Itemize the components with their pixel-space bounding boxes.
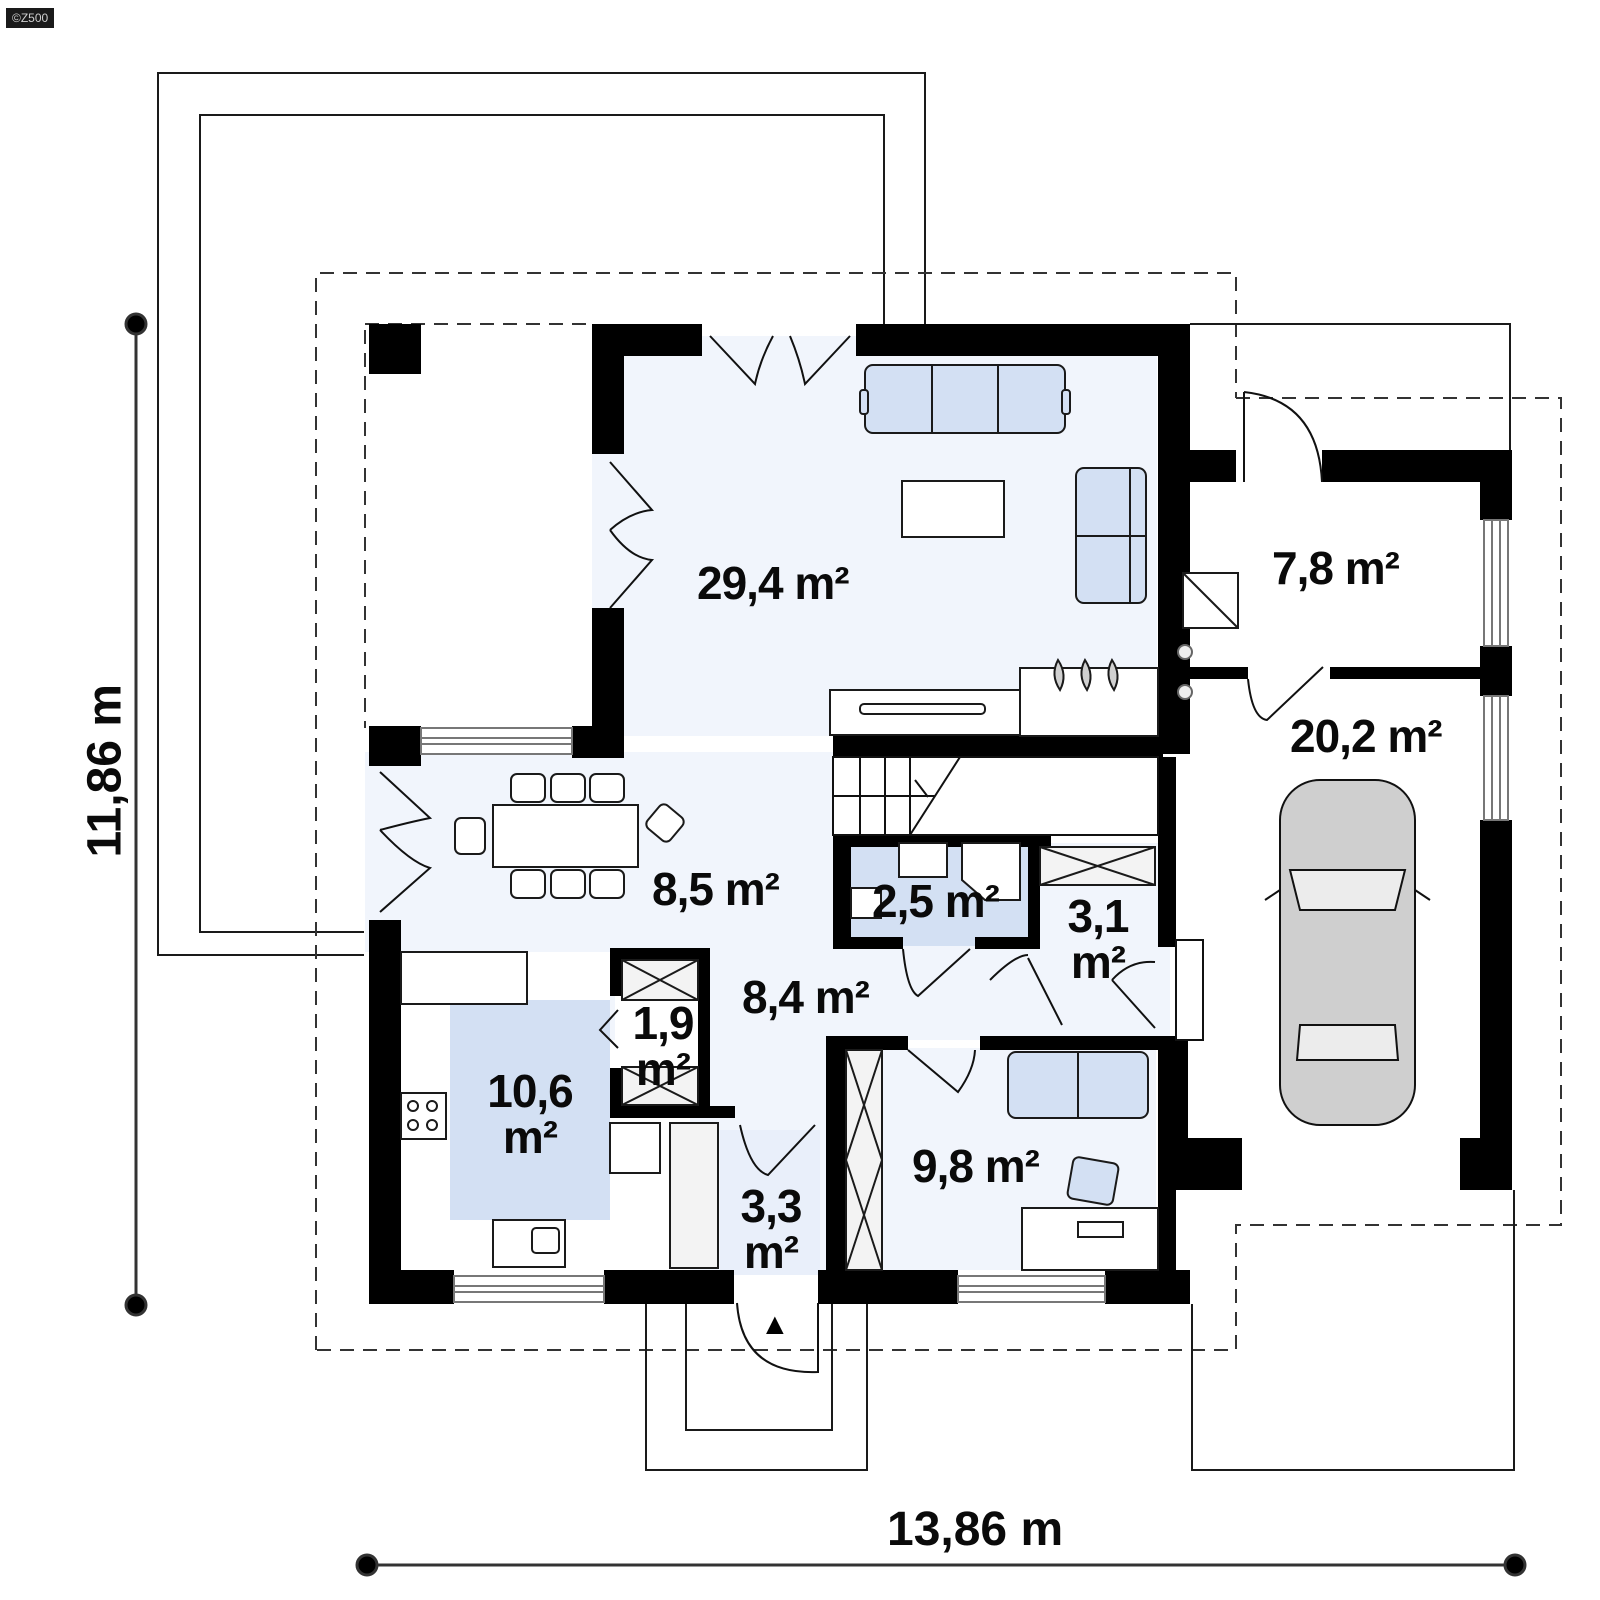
- furniture-living: [829, 364, 1159, 737]
- doors: [379, 335, 1324, 1374]
- door-entrance: [736, 1302, 819, 1374]
- walls: [369, 324, 1512, 1304]
- door-storage-garage: [1111, 960, 1156, 1029]
- desk: [1021, 1207, 1159, 1271]
- window-dining: [420, 727, 573, 755]
- furniture-study: [845, 1049, 1159, 1271]
- dimension-width-label: 13,86 m: [887, 1503, 1064, 1556]
- floor-kitchen-work: [450, 1000, 610, 1220]
- dimension-lines: [124, 312, 1527, 1577]
- staircase: [832, 756, 1159, 836]
- room-label-bathroom: 2,5 m²: [872, 875, 1000, 927]
- armchair: [1066, 1156, 1120, 1206]
- room-label-hall: 8,4 m²: [742, 971, 870, 1023]
- fridge: [609, 1122, 661, 1174]
- garage-door-frame: [1175, 939, 1204, 1041]
- storage-shelves: [1039, 846, 1156, 886]
- windows: [420, 519, 1509, 1303]
- window-utility: [1483, 519, 1509, 647]
- dimension-height-label: 11,86 m: [78, 684, 132, 858]
- door-terrace-left: [609, 461, 655, 609]
- furniture-dining: [454, 773, 685, 899]
- utility-fixtures: [1177, 572, 1239, 700]
- bathroom-fixtures: [850, 842, 1021, 919]
- washbasin: [898, 842, 948, 878]
- toilet: [850, 887, 882, 919]
- coffee-table: [901, 480, 1005, 538]
- door-utility-garage: [1247, 666, 1324, 722]
- room-label-utility: 7,8 m²: [1272, 542, 1400, 594]
- dining-table: [492, 804, 639, 868]
- door-storage: [989, 954, 1063, 1026]
- floor-vestibule: [720, 1130, 820, 1275]
- keyboard: [1077, 1221, 1124, 1238]
- room-label-study: 9,8 m²: [912, 1140, 1040, 1192]
- chimney-vent: [1177, 644, 1193, 660]
- two-seat-sofa: [1075, 467, 1147, 604]
- window-study: [957, 1275, 1106, 1303]
- window-kitchen: [453, 1275, 605, 1303]
- entrance-arrow-icon: ▲: [760, 1308, 790, 1341]
- kitchen-counter-top: [400, 951, 528, 1005]
- three-seat-sofa: [859, 364, 1071, 434]
- tv: [859, 703, 986, 715]
- porch-outline: [645, 323, 1515, 1471]
- door-hall-vestibule: [739, 1124, 816, 1177]
- window-garage: [1483, 695, 1509, 821]
- wardrobe: [669, 1122, 719, 1269]
- door-bathroom: [902, 948, 971, 998]
- shower: [961, 842, 1021, 901]
- study-sofa: [1007, 1051, 1149, 1119]
- terrace-outline: [157, 72, 926, 956]
- door-terrace-top: [709, 335, 851, 387]
- copyright-watermark: ©Z500: [6, 8, 55, 28]
- fireplace-flames-icon: [1053, 658, 1119, 692]
- door-utility-outer: [1243, 391, 1323, 483]
- unit: m²: [794, 557, 849, 609]
- door-study: [907, 1049, 976, 1094]
- room-label-living: 29,4 m²: [697, 557, 850, 609]
- door-pantry: [598, 1009, 619, 1049]
- chimney-vent: [1177, 684, 1193, 700]
- study-wardrobe: [845, 1049, 883, 1271]
- cooktop: [400, 1092, 447, 1140]
- room-label-dining: 8,5 m²: [652, 863, 780, 915]
- room-label-garage: 20,2 m²: [1290, 710, 1443, 762]
- door-dining-left: [379, 771, 433, 913]
- car-icon: [1264, 779, 1431, 1126]
- furniture-kitchen: [400, 951, 719, 1269]
- pantry-shelves: [621, 959, 699, 1106]
- roof-overhang-outline: [315, 272, 1562, 1351]
